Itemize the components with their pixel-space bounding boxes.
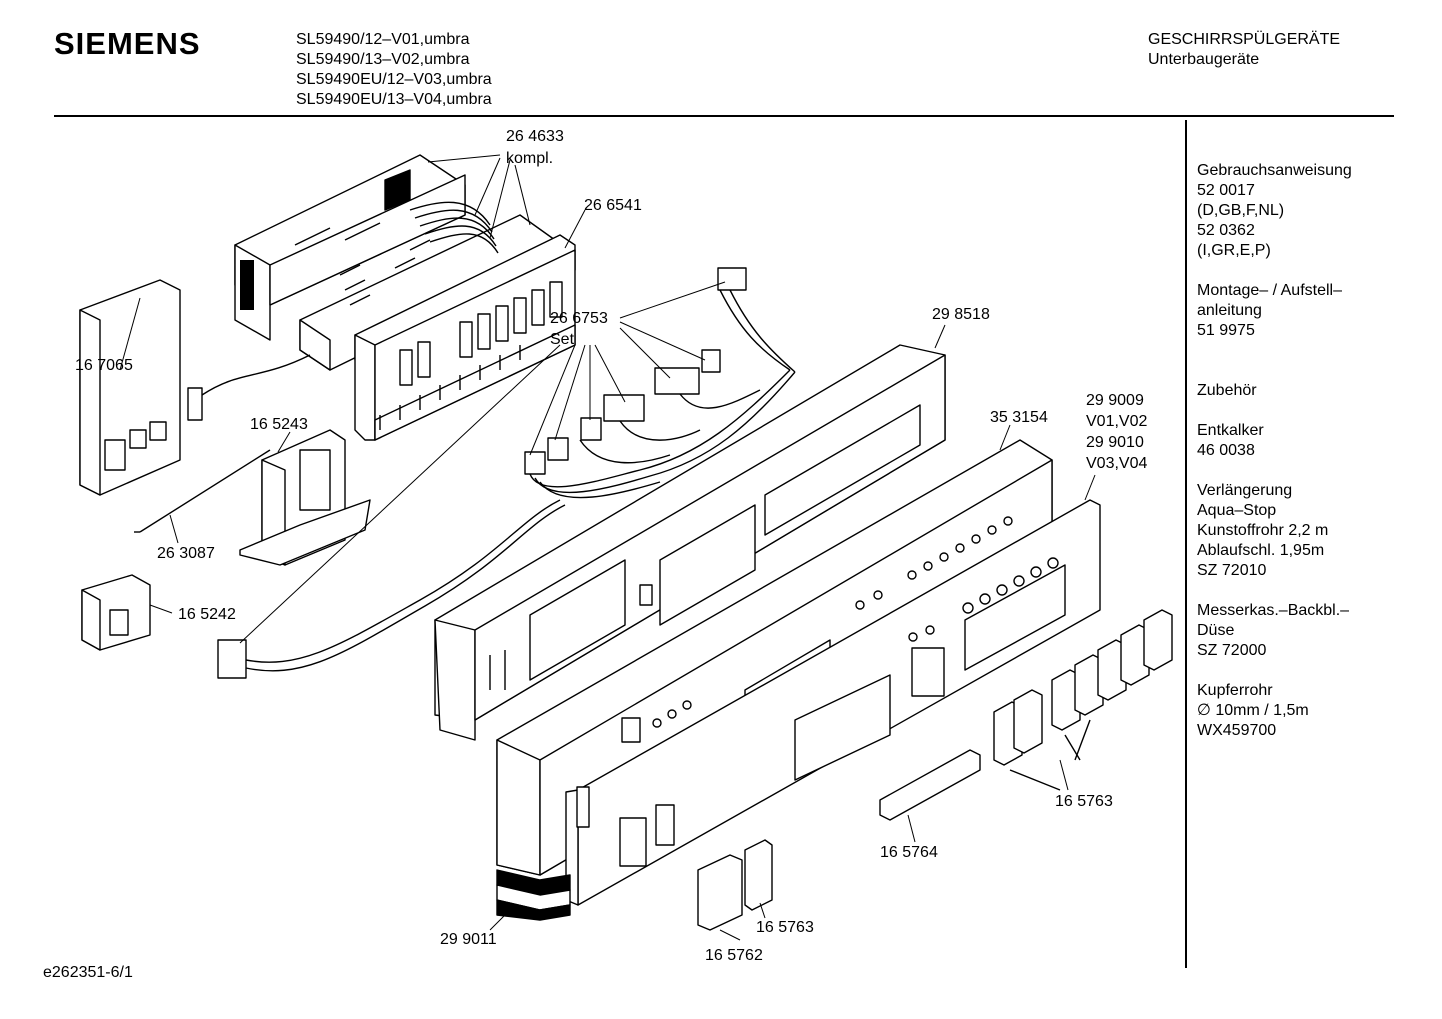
key-caps-bottom (697, 839, 773, 931)
copper-line: Kupferrohr (1197, 682, 1273, 699)
manual-line: (D,GB,F,NL) (1197, 202, 1285, 219)
relay-component (81, 574, 151, 651)
callout-165763-bottom: 16 5763 (756, 919, 814, 936)
callout-165762: 16 5762 (705, 947, 763, 964)
callout-264633-kompl: kompl. (506, 150, 553, 167)
callout-266541: 26 6541 (584, 197, 642, 214)
extension-line: Aqua–Stop (1197, 502, 1277, 519)
accessories-info: Zubehör (1197, 381, 1437, 401)
knife-info: Messerkas.–Backbl.– Düse SZ 72000 (1197, 601, 1437, 661)
model-line: SL59490/12–V01,umbra (296, 31, 470, 48)
brand-logo: SIEMENS (54, 26, 201, 61)
assembly-line: 51 9975 (1197, 322, 1255, 339)
panel-frame (434, 344, 946, 741)
copper-info: Kupferrohr ∅ 10mm / 1,5m WX459700 (1197, 681, 1437, 741)
category-heading: GESCHIRRSPÜLGERÄTE Unterbaugeräte (1148, 30, 1340, 70)
callout-165242: 16 5242 (178, 606, 236, 623)
descaler-line: Entkalker (1197, 422, 1264, 439)
callout-299010-variant: V03,V04 (1086, 455, 1147, 472)
base-stack (496, 869, 571, 921)
callout-264633: 26 4633 (506, 128, 564, 145)
extension-line: Ablaufschl. 1,95m (1197, 542, 1325, 559)
model-list: SL59490/12–V01,umbra SL59490/13–V02,umbr… (296, 30, 492, 110)
descaler-line: 46 0038 (1197, 442, 1255, 459)
assembly-line: Montage– / Aufstell– (1197, 282, 1342, 299)
connector-set (524, 267, 796, 499)
callout-167065: 16 7065 (75, 357, 133, 374)
callout-165764: 16 5764 (880, 844, 938, 861)
model-line: SL59490EU/12–V03,umbra (296, 71, 492, 88)
copper-line: WX459700 (1197, 722, 1277, 739)
copper-line: ∅ 10mm / 1,5m (1197, 702, 1309, 719)
extension-line: Kunstoffrohr 2,2 m (1197, 522, 1329, 539)
callout-165763-right: 16 5763 (1055, 793, 1113, 810)
document-code: e262351-6/1 (43, 964, 133, 981)
model-line: SL59490/13–V02,umbra (296, 51, 470, 68)
callout-263087: 26 3087 (157, 545, 215, 562)
display-unit (79, 279, 311, 496)
callout-299009: 29 9009 (1086, 392, 1144, 409)
manual-info: Gebrauchsanweisung 52 0017 (D,GB,F,NL) 5… (1197, 161, 1437, 261)
key-caps-right (1051, 609, 1173, 761)
assembly-line: anleitung (1197, 302, 1262, 319)
callout-299010: 29 9010 (1086, 434, 1144, 451)
ribbon-cable (409, 201, 499, 254)
sensor-housing (239, 429, 371, 566)
callout-353154: 35 3154 (990, 409, 1048, 426)
extension-info: Verlängerung Aqua–Stop Kunstoffrohr 2,2 … (1197, 481, 1437, 581)
extension-line: Verlängerung (1197, 482, 1293, 499)
connector-plug (217, 499, 566, 679)
sidebar-divider (1185, 120, 1187, 968)
manual-title: Gebrauchsanweisung (1197, 162, 1352, 179)
accessories-title: Zubehör (1197, 382, 1257, 399)
wire-rod (134, 449, 271, 533)
callout-266753: 26 6753 (550, 310, 608, 327)
category-title: GESCHIRRSPÜLGERÄTE (1148, 31, 1341, 48)
category-subtitle: Unterbaugeräte (1148, 51, 1260, 68)
model-line: SL59490EU/13–V04,umbra (296, 91, 492, 108)
callout-266753-set: Set (550, 331, 575, 348)
knife-line: SZ 72000 (1197, 642, 1267, 659)
manual-line: 52 0017 (1197, 182, 1255, 199)
descaler-info: Entkalker 46 0038 (1197, 421, 1437, 461)
header-divider (54, 115, 1394, 117)
manual-line: 52 0362 (1197, 222, 1255, 239)
assembly-info: Montage– / Aufstell– anleitung 51 9975 (1197, 281, 1437, 341)
key-bar (879, 749, 981, 821)
callout-298518: 29 8518 (932, 306, 990, 323)
leader-lines (119, 154, 1096, 941)
callout-299009-variant: V01,V02 (1086, 413, 1147, 430)
front-fascia (565, 499, 1101, 906)
callout-165243: 16 5243 (250, 416, 308, 433)
extension-line: SZ 72010 (1197, 562, 1267, 579)
knife-line: Düse (1197, 622, 1235, 639)
key-caps-center (993, 689, 1061, 791)
callout-labels: 26 4633 kompl. 26 6541 26 6753 Set 29 85… (75, 128, 1147, 964)
callout-299011: 29 9011 (440, 931, 497, 948)
side-info-panel: Gebrauchsanweisung 52 0017 (D,GB,F,NL) 5… (1197, 161, 1437, 761)
knife-line: Messerkas.–Backbl.– (1197, 602, 1350, 619)
manual-line: (I,GR,E,P) (1197, 242, 1271, 259)
